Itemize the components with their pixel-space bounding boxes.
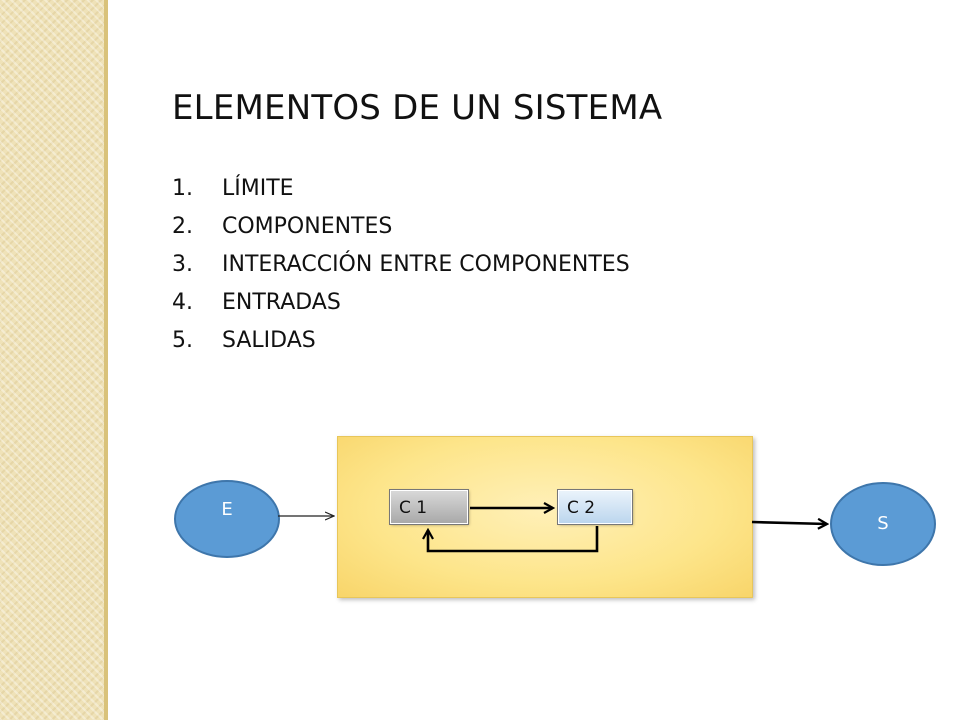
- list-item-label: COMPONENTES: [222, 214, 393, 239]
- list-item-number: 4.: [172, 290, 193, 315]
- output-node: S: [830, 482, 936, 566]
- decorative-side-band: [0, 0, 108, 720]
- input-node: E: [174, 480, 280, 558]
- list-item: 1. LÍMITE: [172, 170, 630, 208]
- list-item-label: SALIDAS: [222, 328, 316, 353]
- list-item-number: 2.: [172, 214, 193, 239]
- list-item: 3. INTERACCIÓN ENTRE COMPONENTES: [172, 246, 630, 284]
- list-item-label: ENTRADAS: [222, 290, 341, 315]
- list-item: 2. COMPONENTES: [172, 208, 630, 246]
- list-item-label: LÍMITE: [222, 176, 294, 201]
- output-arrow: [751, 522, 827, 524]
- list-item-number: 1.: [172, 176, 193, 201]
- component-1-box: C 1: [389, 489, 469, 525]
- component-2-box: C 2: [557, 489, 633, 525]
- list-item-number: 5.: [172, 328, 193, 353]
- slide-title: ELEMENTOS DE UN SISTEMA: [172, 88, 663, 128]
- list-item: 5. SALIDAS: [172, 322, 630, 360]
- list-item-label: INTERACCIÓN ENTRE COMPONENTES: [222, 252, 630, 277]
- list-item: 4. ENTRADAS: [172, 284, 630, 322]
- elements-list: 1. LÍMITE 2. COMPONENTES 3. INTERACCIÓN …: [172, 170, 630, 360]
- list-item-number: 3.: [172, 252, 193, 277]
